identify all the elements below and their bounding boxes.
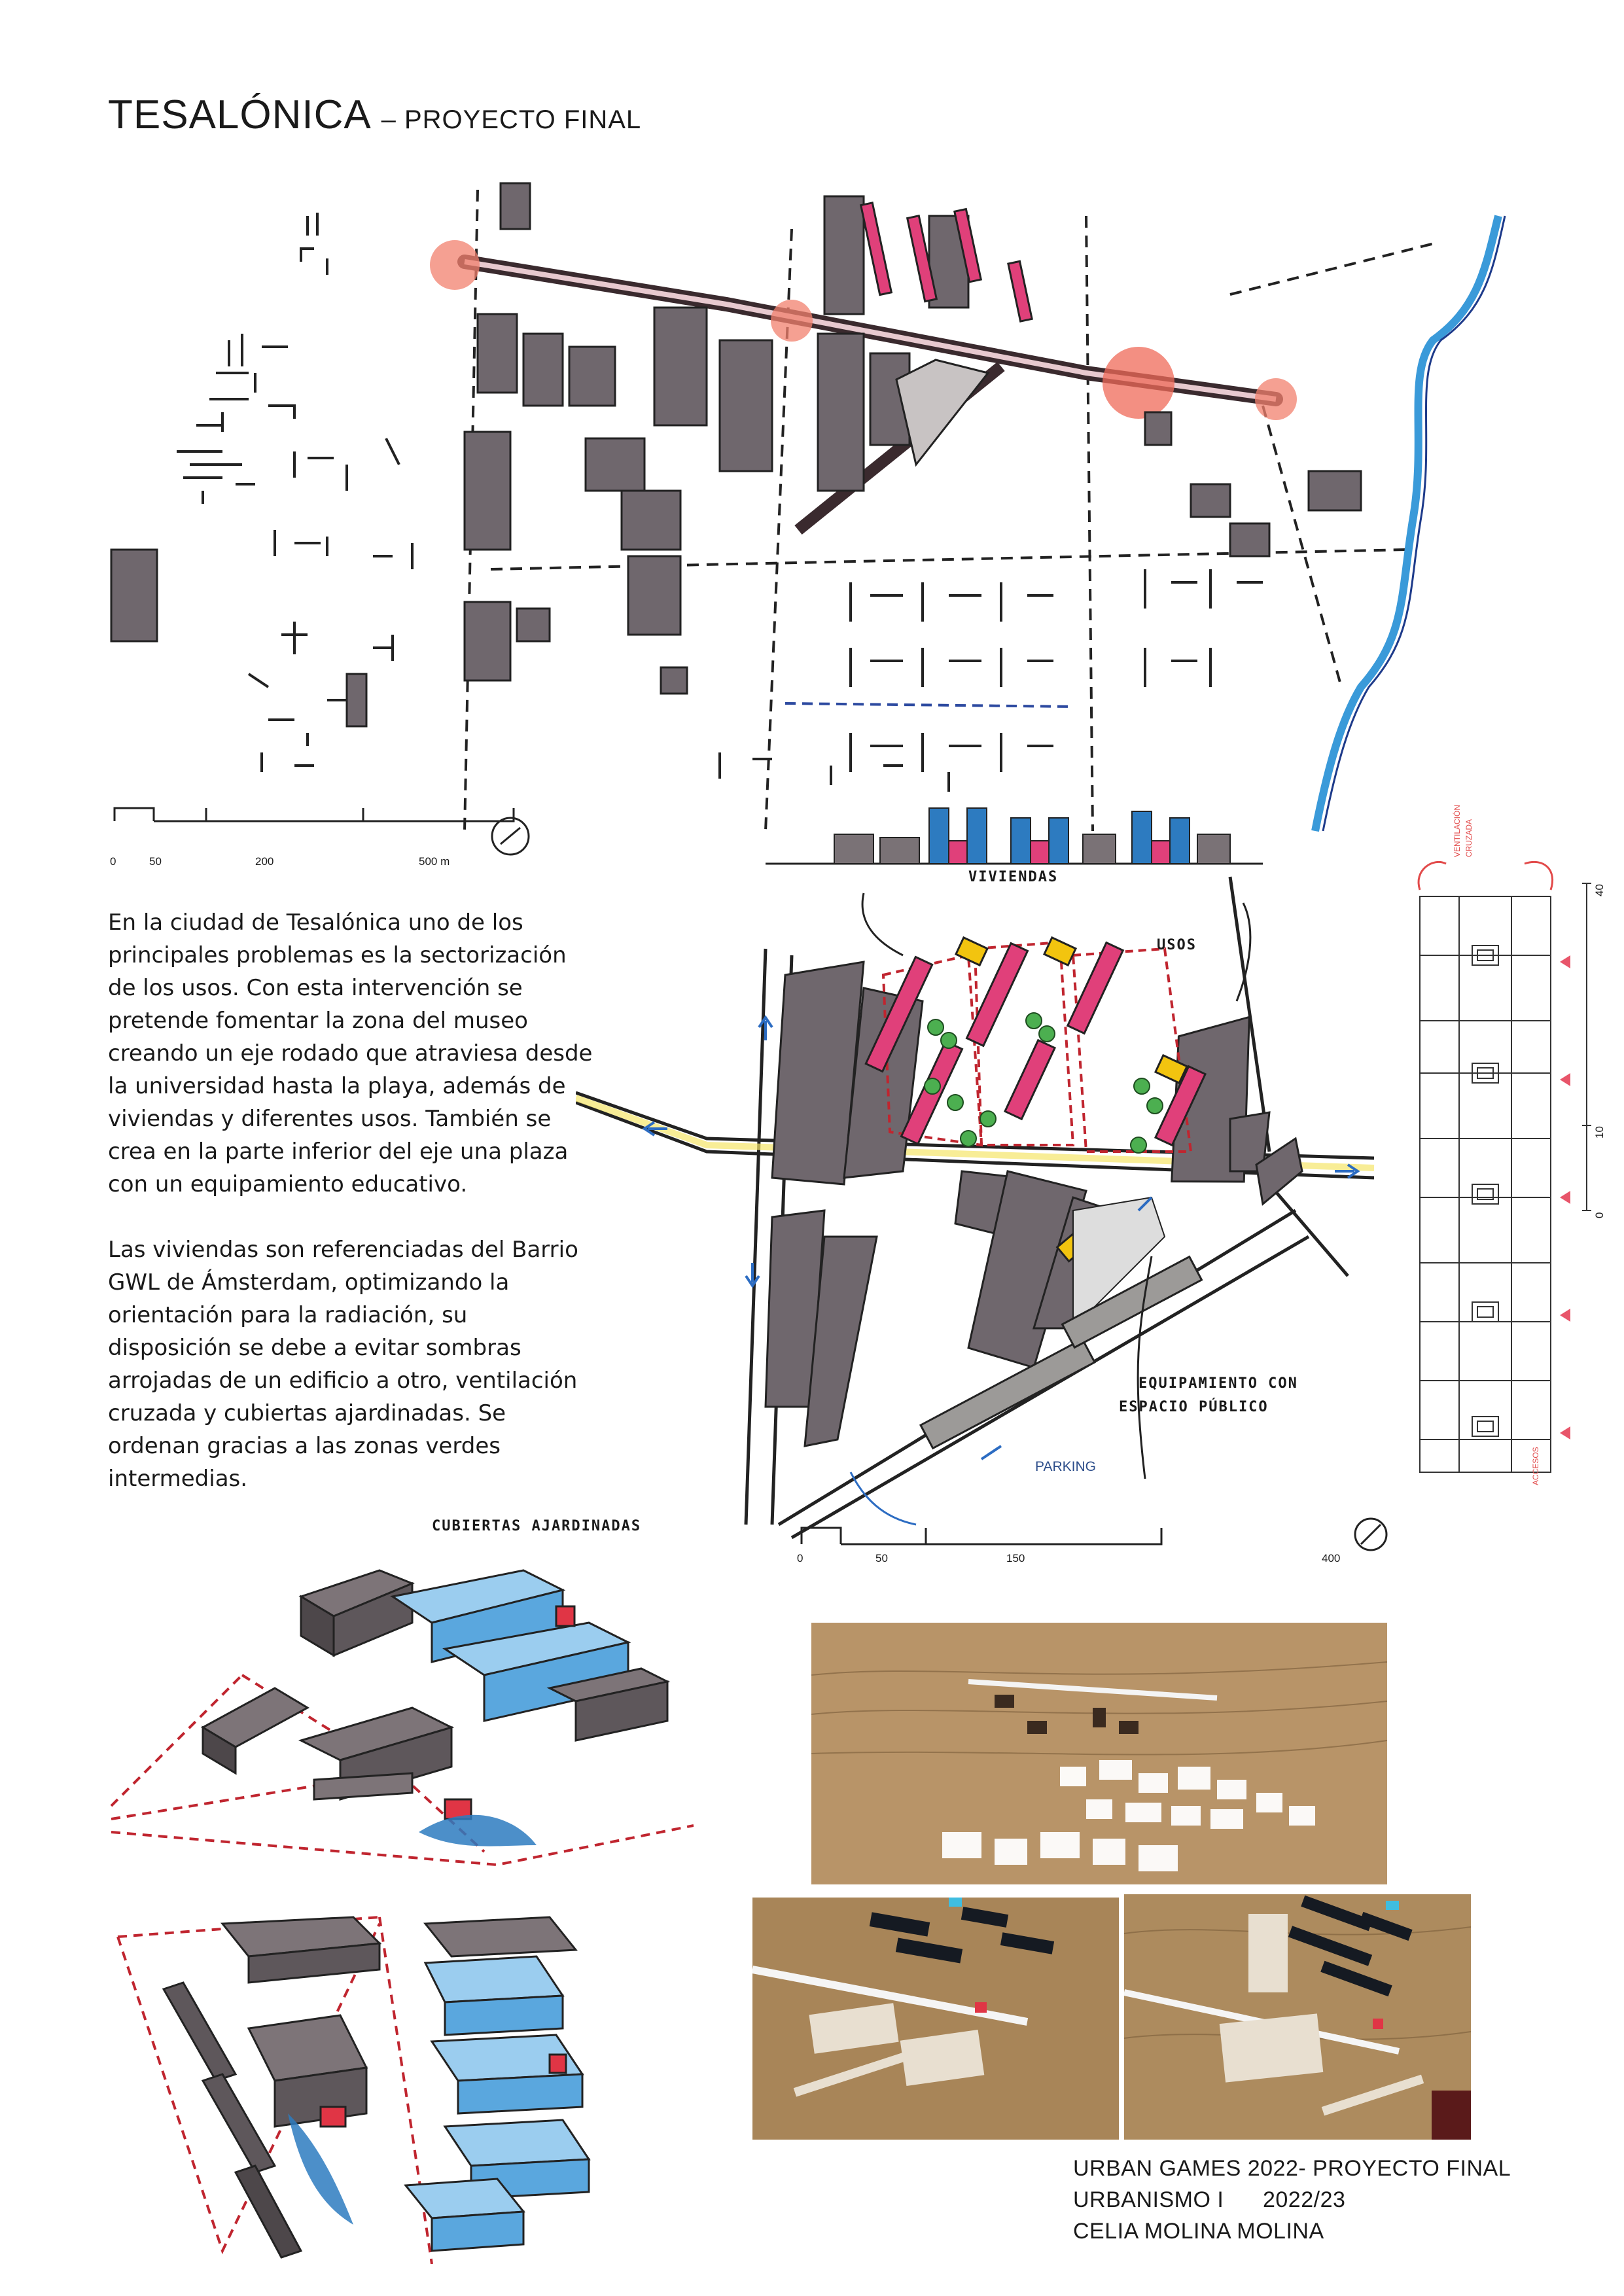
elevation-strip	[766, 792, 1263, 870]
label-equipamiento-2: ESPACIO PÚBLICO	[1119, 1399, 1269, 1415]
model-photo-2	[752, 1898, 1119, 2140]
scale-label-200: 200	[255, 855, 274, 868]
section-scale-40: 40	[1593, 884, 1606, 896]
description-paragraph-1: En la ciudad de Tesalónica uno de los pr…	[108, 910, 593, 1197]
scale-label-0: 0	[110, 855, 116, 868]
description-text: En la ciudad de Tesalónica uno de los pr…	[108, 906, 595, 1528]
page-title: TESALÓNICA – PROYECTO FINAL	[108, 92, 641, 138]
detail-scale-0: 0	[797, 1552, 803, 1564]
detail-scale-400: 400	[1322, 1552, 1341, 1564]
ventilacion-label-1: VENTILACIÓN	[1453, 804, 1462, 857]
title-main: TESALÓNICA	[108, 92, 370, 137]
scale-label-50: 50	[149, 855, 162, 868]
detail-plan: VIVIENDAS USOS EQUIPAMIENTO CON ESPACIO …	[576, 869, 1407, 1590]
section-scale-10: 10	[1593, 1126, 1606, 1139]
label-equipamiento-1: EQUIPAMIENTO CON	[1139, 1375, 1298, 1392]
detail-scale-50: 50	[875, 1552, 888, 1564]
label-cubiertas-ajardinadas: CUBIERTAS AJARDINADAS	[432, 1518, 642, 1534]
description-paragraph-2: Las viviendas son referenciadas del Barr…	[108, 1237, 578, 1492]
footer-line-2: URBANISMO I 2022/23	[1073, 2187, 1346, 2212]
footer-line-1: URBAN GAMES 2022- PROYECTO FINAL	[1073, 2156, 1511, 2181]
section-scale-0: 0	[1593, 1212, 1606, 1218]
axonometric-view-2	[105, 1898, 628, 2264]
label-viviendas: VIVIENDAS	[968, 869, 1059, 885]
detail-scale-150: 150	[1006, 1552, 1025, 1564]
ventilacion-label-2: CRUZADA	[1464, 819, 1474, 857]
footer-credits: URBAN GAMES 2022- PROYECTO FINAL URBANIS…	[1073, 2153, 1511, 2247]
model-photo-3	[1124, 1894, 1471, 2140]
footer-line-3: CELIA MOLINA MOLINA	[1073, 2219, 1324, 2244]
label-usos: USOS	[1157, 937, 1197, 953]
section-diagram: VENTILACIÓN CRUZADA ACCESOS 40 10 0	[1407, 804, 1606, 1498]
title-subtitle: – PROYECTO FINAL	[381, 105, 642, 134]
axonometric-view-1	[105, 1557, 694, 1898]
scale-label-500m: 500 m	[419, 855, 450, 868]
model-photo-1	[811, 1623, 1387, 1884]
site-plan: 0 50 200 500 m	[98, 177, 1511, 870]
label-parking: PARKING	[1035, 1459, 1096, 1474]
accesos-label: ACCESOS	[1531, 1447, 1540, 1485]
